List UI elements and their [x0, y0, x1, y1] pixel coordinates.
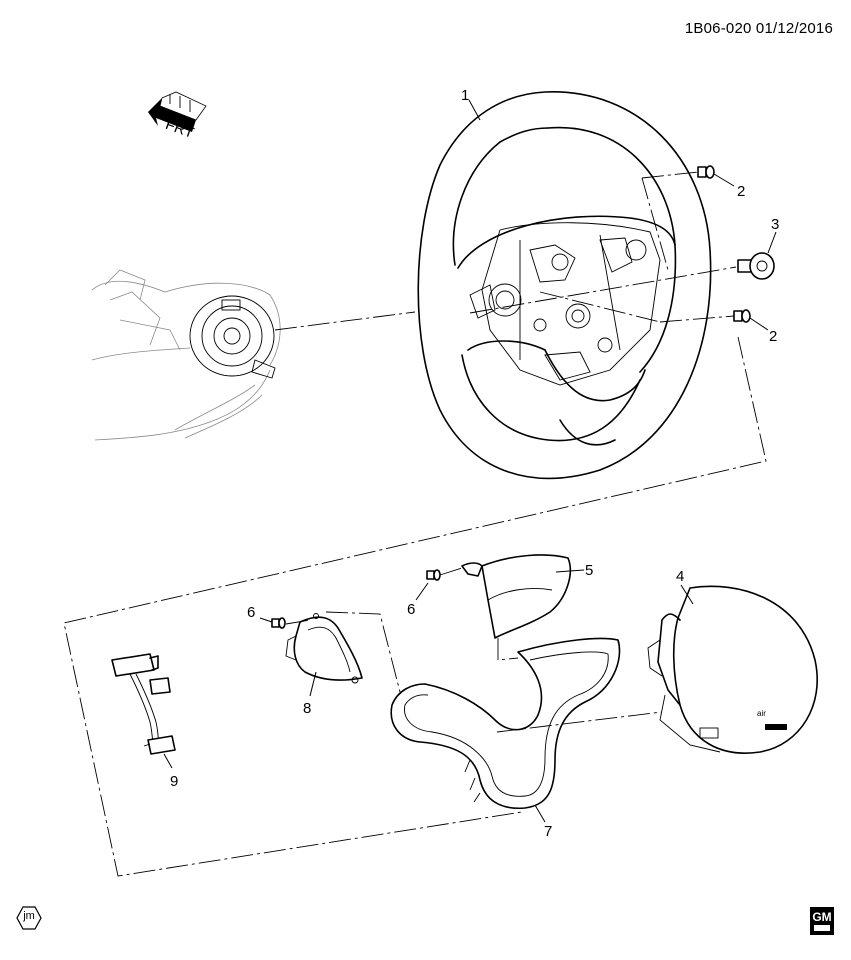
- callout-9: 9: [170, 773, 178, 790]
- document-id: 1B06-020 01/12/2016: [685, 20, 833, 37]
- callout-7: 7: [544, 823, 552, 840]
- leader-lines: [163, 99, 777, 823]
- bolt-upper: [697, 165, 715, 179]
- document-number: 1B06-020: [684, 20, 752, 37]
- switch-bezel-left: [285, 613, 363, 684]
- jm-badge-label: jm: [23, 910, 35, 922]
- airbag-module: air: [647, 585, 818, 754]
- callout-6-right: 6: [407, 601, 415, 618]
- callout-4: 4: [676, 568, 684, 585]
- gm-logo-icon: GM: [810, 907, 834, 935]
- upper-trim-cover: [461, 554, 572, 639]
- wiring-harness: [111, 653, 176, 755]
- gm-logo-label: GM: [812, 910, 832, 924]
- callout-labels: 1 2 3 2 4 5 6 6 7 8 9: [170, 87, 779, 840]
- steering-column-ghost: [91, 269, 281, 441]
- callout-1: 1: [461, 87, 469, 104]
- svg-text:air: air: [757, 709, 766, 718]
- front-direction-arrow-icon: FRT: [148, 91, 207, 142]
- steering-wheel-bolt: [737, 252, 775, 280]
- callout-2-upper: 2: [737, 183, 745, 200]
- callout-2-lower: 2: [769, 328, 777, 345]
- jm-badge-icon: [16, 906, 42, 930]
- callout-3: 3: [771, 216, 779, 233]
- screw-right: [426, 569, 441, 581]
- steering-wheel: [417, 91, 712, 480]
- callout-5: 5: [585, 562, 593, 579]
- bolt-lower: [733, 309, 751, 323]
- callout-6-left: 6: [247, 604, 255, 621]
- lower-trim-bezel: [390, 637, 621, 809]
- subassembly-boundary: [63, 336, 767, 877]
- screw-left: [271, 617, 286, 629]
- callout-8: 8: [303, 700, 311, 717]
- document-date: 01/12/2016: [755, 20, 833, 37]
